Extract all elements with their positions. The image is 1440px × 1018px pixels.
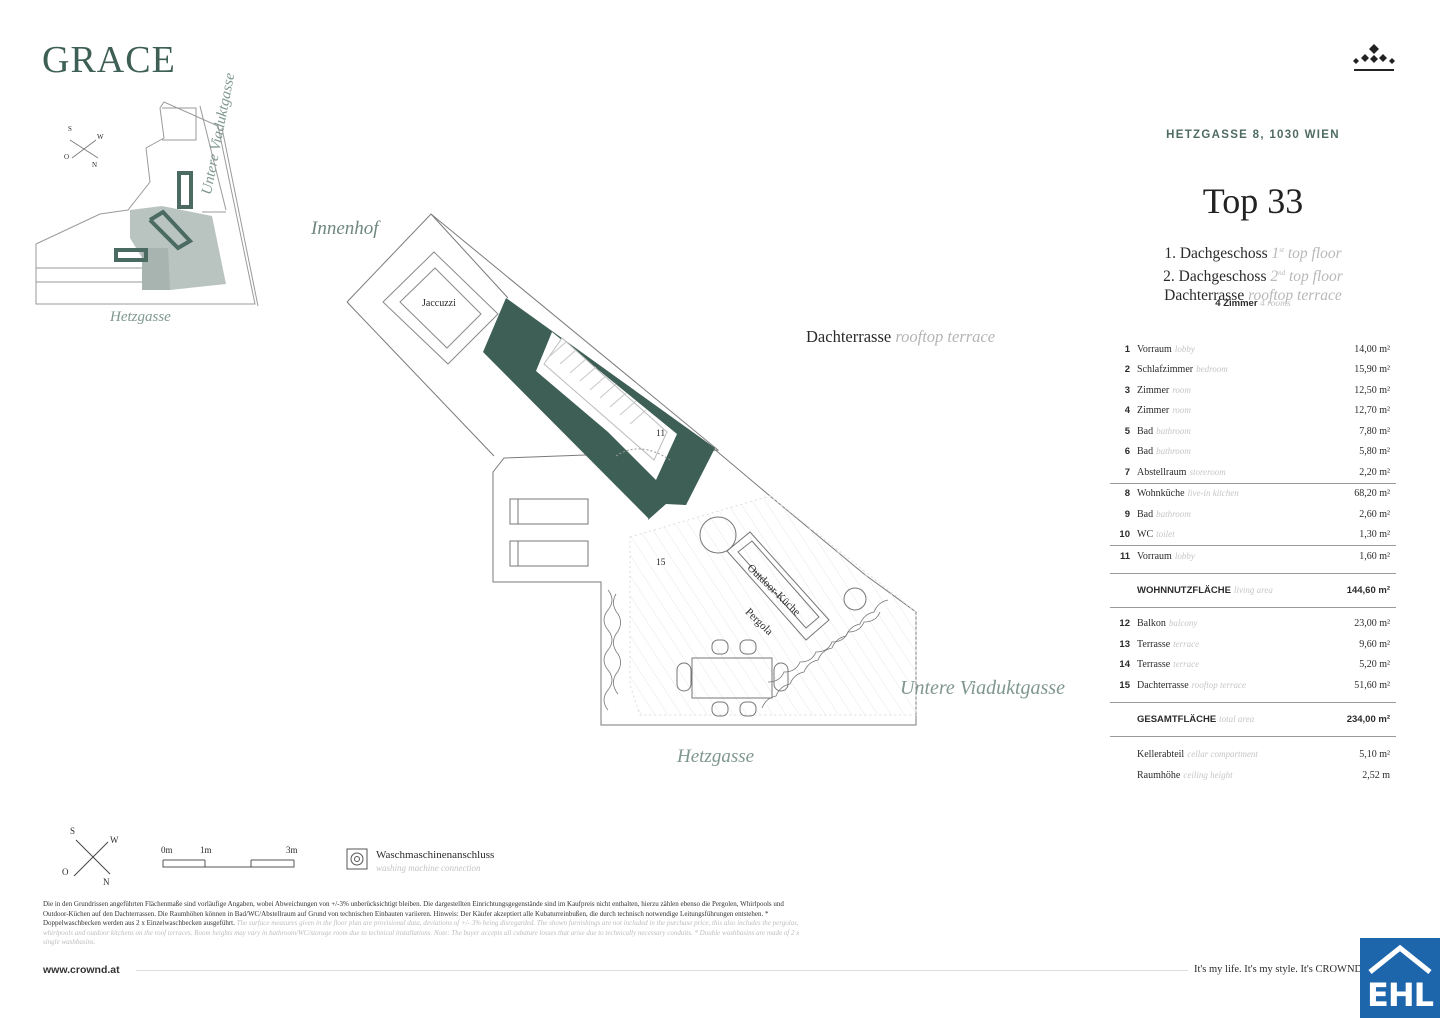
keymap-compass-s: S (68, 125, 72, 133)
crown-icon (1353, 44, 1395, 71)
ehl-logo (1360, 938, 1440, 1018)
unit-title: Top 33 (1202, 181, 1304, 221)
disclaimer: Die in den Grundrissen angeführten Fläch… (43, 900, 800, 946)
compass-icon (73, 839, 111, 877)
brand-logo: GRACE (42, 39, 176, 81)
rooftop-terrace-en: rooftop terrace (895, 327, 996, 346)
house-roof-icon (1368, 944, 1432, 974)
room-11-label: 11 (656, 429, 666, 439)
keymap-compass-o: O (64, 153, 70, 161)
keymap-compass-n: N (92, 161, 98, 169)
floor-plan (346, 213, 917, 726)
compass-s: S (70, 826, 76, 836)
scale-0: 0m (161, 845, 173, 855)
room-15-label: 15 (656, 558, 666, 568)
floor-2: 2. Dachgeschoss 2nd top floor (1163, 267, 1343, 285)
key-map (35, 101, 259, 307)
footer-url[interactable]: www.crownd.at (43, 964, 120, 976)
compass-n: N (103, 877, 110, 887)
compass-o: O (62, 867, 69, 877)
keymap-street-bottom: Hetzgasse (110, 309, 171, 325)
innenhof-label: Innenhof (311, 218, 379, 239)
footer-slogan: It's my life. It's my style. It's CROWND… (1194, 964, 1360, 975)
address: HETZGASSE 8, 1030 WIEN (1166, 129, 1340, 141)
legend-washing-machine: Waschmaschinenanschluss washing machine … (376, 849, 495, 873)
rooms-summary: 4 Zimmer 4 rooms (1215, 298, 1291, 309)
washing-machine-icon (346, 848, 368, 870)
ehl-logo-text: EHL (1366, 976, 1434, 1014)
keymap-compass-w: W (97, 133, 104, 141)
scale-bar (162, 859, 295, 868)
floor-3: Dachterrasse rooftop terrace (1164, 287, 1342, 305)
floor-list: 1. Dachgeschoss 1st top floor 2. Dachges… (1110, 241, 1396, 306)
scale-1: 1m (200, 845, 212, 855)
floor-1: 1. Dachgeschoss 1st top floor (1164, 245, 1342, 263)
street-bottom-label: Hetzgasse (677, 746, 755, 767)
jaccuzzi-label: Jaccuzzi (422, 298, 456, 309)
scale-3: 3m (286, 845, 298, 855)
rooftop-terrace-label: Dachterrasse rooftop terrace (806, 327, 995, 347)
street-right-label: Untere Viaduktgasse (900, 677, 1065, 699)
compass-w: W (110, 835, 119, 845)
rooftop-terrace-de: Dachterrasse (806, 327, 892, 346)
footer-divider (136, 970, 1188, 971)
